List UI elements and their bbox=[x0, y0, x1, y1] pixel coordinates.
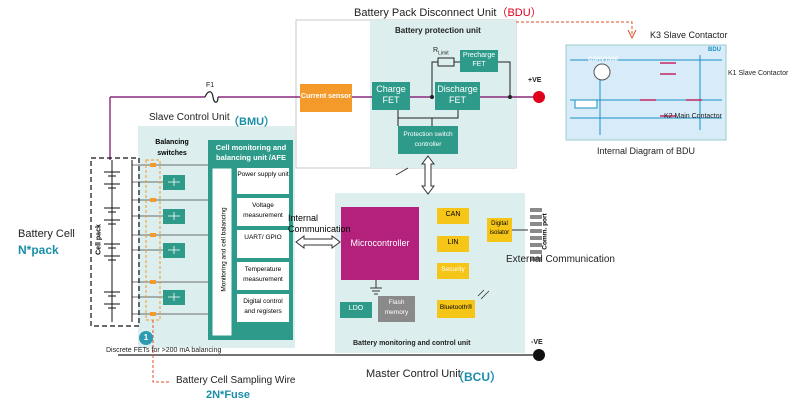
monitoring-strip-label: Monitoring and cell balancing bbox=[221, 182, 228, 318]
microcontroller-box bbox=[341, 207, 419, 280]
protection-switch-box bbox=[398, 126, 458, 154]
afe-item-voltage: Voltage measurement bbox=[243, 202, 283, 219]
bdu-leader bbox=[516, 21, 633, 34]
inset-sensor bbox=[593, 63, 611, 81]
security-label: Security bbox=[441, 266, 465, 273]
charge-fet-box bbox=[372, 82, 410, 110]
balancing-fets bbox=[163, 175, 185, 305]
r-limit-label: RLimit bbox=[433, 47, 449, 56]
sampling-leader bbox=[152, 320, 170, 383]
junction-dot-2 bbox=[430, 95, 434, 99]
internal-comm-label: Internal Communication bbox=[288, 213, 351, 234]
can-box bbox=[437, 208, 469, 224]
battery-protection-label: Battery protection unit bbox=[395, 26, 481, 35]
flash-box bbox=[378, 296, 415, 322]
k2-contactor-label: K2 Main Contactor bbox=[664, 113, 722, 120]
signal-tick bbox=[395, 167, 409, 176]
internal-diagram-label: Internal Diagram of BDU bbox=[597, 146, 696, 156]
inset-bdu-label: BDU bbox=[708, 47, 721, 53]
current-sensor-label: Current sensor bbox=[300, 93, 352, 100]
discharge-fet-box bbox=[435, 82, 480, 110]
afe-item-temperature: Temperature measurement bbox=[243, 266, 283, 283]
comm-port bbox=[530, 208, 542, 261]
neg-terminal bbox=[533, 349, 545, 361]
bdu-title-abbr: （BDU） bbox=[496, 7, 542, 19]
afe-title-label: Cell monitoring and balancing unit /AFE bbox=[215, 143, 287, 162]
external-comm-label: External Communication bbox=[506, 254, 615, 265]
junction-dot bbox=[508, 95, 512, 99]
current-sensor-box bbox=[300, 84, 352, 112]
precharge-branch bbox=[397, 57, 511, 126]
ldo-label: LDO bbox=[348, 305, 364, 312]
bdu-title: Battery Pack Disconnect Unit（BDU） bbox=[354, 4, 542, 20]
discharge-fet-label: Discharge FET bbox=[437, 84, 478, 105]
afe-item-boxes bbox=[237, 168, 289, 322]
microcontroller-label: Microcontroller bbox=[350, 238, 410, 248]
monitoring-strip bbox=[211, 167, 233, 337]
master-control-label: Master Control Unit bbox=[366, 368, 461, 380]
cell-pack-box bbox=[90, 157, 140, 327]
ldo-box bbox=[340, 302, 372, 318]
badge-number: 1 bbox=[143, 333, 149, 342]
cell-symbols bbox=[104, 160, 133, 322]
ground-icon bbox=[370, 280, 382, 295]
bdu-bcu-arrow bbox=[421, 155, 435, 195]
inset-cshv-label: CSHV1500 bbox=[588, 57, 619, 63]
bcu-panel-label: Battery monitoring and control unit bbox=[353, 340, 471, 347]
k1-contactor-label: K1 Slave Contactor bbox=[728, 70, 789, 77]
cell-pack-label: Cell pack bbox=[95, 224, 103, 255]
comm-port-label: Comm. port bbox=[541, 213, 549, 250]
fuse-marks bbox=[150, 163, 156, 316]
monitoring-strip-text: Monitoring and cell balancing bbox=[220, 207, 228, 292]
bdu-title-text: Battery Pack Disconnect Unit bbox=[354, 7, 497, 19]
bluetooth-signal-icon bbox=[477, 289, 490, 300]
slave-control-text: Slave Control Unit bbox=[149, 112, 230, 123]
afe-item-uart: UART/ GPIO bbox=[244, 234, 282, 241]
sampling-wire-label: Battery Cell Sampling Wire bbox=[176, 375, 296, 386]
bmu-label: （BMU） bbox=[228, 116, 276, 128]
n-pack-label: N*pack bbox=[18, 243, 59, 257]
neg-ve-label: -VE bbox=[531, 339, 543, 346]
pos-terminal bbox=[533, 91, 545, 103]
can-label: CAN bbox=[445, 211, 461, 218]
lin-box bbox=[437, 236, 469, 252]
charge-fet-label: Charge FET bbox=[376, 84, 406, 105]
flash-label: Flash memory bbox=[384, 299, 409, 316]
security-box bbox=[437, 263, 469, 279]
afe-item-power: Power supply unit bbox=[237, 171, 289, 178]
number-badge bbox=[139, 331, 153, 345]
pos-ve-label: +VE bbox=[528, 77, 542, 84]
digital-isolator-label: Digital isolator bbox=[489, 221, 510, 236]
afe-item-digital: Digital control and registers bbox=[243, 298, 283, 315]
precharge-fet-label: Precharge FET bbox=[462, 52, 496, 68]
master-control-text: Master Control Unit bbox=[366, 368, 461, 380]
precharge-fet-box bbox=[460, 50, 498, 72]
k3-contactor-label: K3 Slave Contactor bbox=[650, 30, 728, 40]
main-wires bbox=[109, 96, 533, 160]
r-limit-r: R bbox=[433, 47, 439, 54]
inset-block bbox=[574, 99, 598, 109]
balancing-switches-label: Balancing switches bbox=[155, 139, 189, 157]
inset-contacts bbox=[640, 62, 702, 117]
bluetooth-box bbox=[437, 300, 475, 318]
f1-label: F1 bbox=[206, 82, 215, 89]
bcu-label: （BCU） bbox=[452, 370, 502, 384]
bdu-leader-arrow bbox=[627, 29, 637, 40]
fuse-count-label: 2N*Fuse bbox=[206, 389, 251, 401]
protection-switch-label: Protection switch controller bbox=[403, 131, 453, 148]
digital-isolator-box bbox=[487, 218, 512, 242]
inset-diagram bbox=[565, 44, 727, 141]
fuse-f1 bbox=[204, 91, 219, 103]
bluetooth-label: Bluetooth® bbox=[439, 304, 473, 311]
r-limit-sub: Limit bbox=[438, 50, 449, 57]
lin-label: LIN bbox=[447, 239, 459, 246]
slave-control-unit-label: Slave Control Unit bbox=[149, 112, 230, 123]
battery-cell-label: Battery Cell bbox=[18, 228, 75, 240]
discrete-fets-label: Discrete FETs for >200 mA balancing bbox=[106, 347, 222, 354]
sampling-wires bbox=[132, 164, 208, 315]
internal-comm-arrow bbox=[295, 235, 341, 249]
